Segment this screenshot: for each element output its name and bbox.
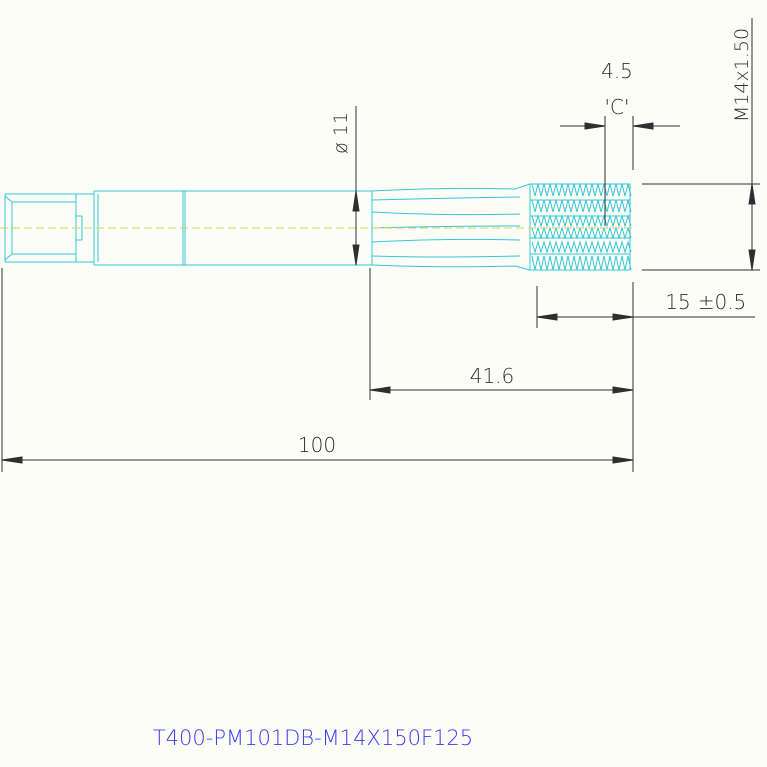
flute-line-1	[371, 183, 531, 192]
arrow-chamfer-right	[632, 122, 654, 130]
flute-line-3	[371, 211, 521, 216]
thread-teeth	[531, 183, 632, 271]
dim-thread-tolerance: ±0.5	[698, 290, 747, 314]
arrow-thread-left	[536, 313, 558, 321]
arrow-major-bottom	[748, 249, 756, 271]
thread-tooth-row	[531, 214, 632, 228]
dim-thread-spec-text: M14x1.50	[731, 28, 753, 122]
arrow-chamfer-left	[584, 122, 606, 130]
thread-tooth-row	[531, 199, 632, 213]
dim-dia-text: ø 11	[330, 112, 352, 154]
dim-chamfer-label: 'C'	[605, 95, 630, 119]
arrow-overall-left	[1, 456, 23, 464]
dimension-lines	[1, 18, 760, 472]
dim-chamfer-text: 4.5	[601, 59, 633, 83]
thread-tooth-row	[531, 240, 632, 254]
flute-line-7	[371, 264, 531, 271]
thread-tooth-row	[531, 226, 632, 240]
arrow-overall-right	[612, 456, 634, 464]
dim-overall-text: 100	[298, 433, 336, 457]
thread-tooth-row	[531, 183, 632, 197]
flute-line-2	[371, 196, 521, 201]
arrow-thread-right	[612, 313, 634, 321]
arrow-dia-bottom	[352, 244, 360, 266]
arrow-flute-right	[612, 386, 634, 394]
tap-outline	[4, 183, 631, 271]
flute-line-5	[371, 238, 521, 243]
arrow-dia-top	[352, 190, 360, 212]
dim-flute-text: 41.6	[470, 364, 515, 388]
arrow-major-top	[748, 183, 756, 205]
flute-line-6	[371, 255, 521, 258]
thread-tooth-row	[531, 255, 632, 271]
dim-thread-text: 15	[665, 290, 690, 314]
arrow-flute-left	[369, 386, 391, 394]
part-number: T400-PM101DB-M14X150F125	[153, 726, 473, 750]
